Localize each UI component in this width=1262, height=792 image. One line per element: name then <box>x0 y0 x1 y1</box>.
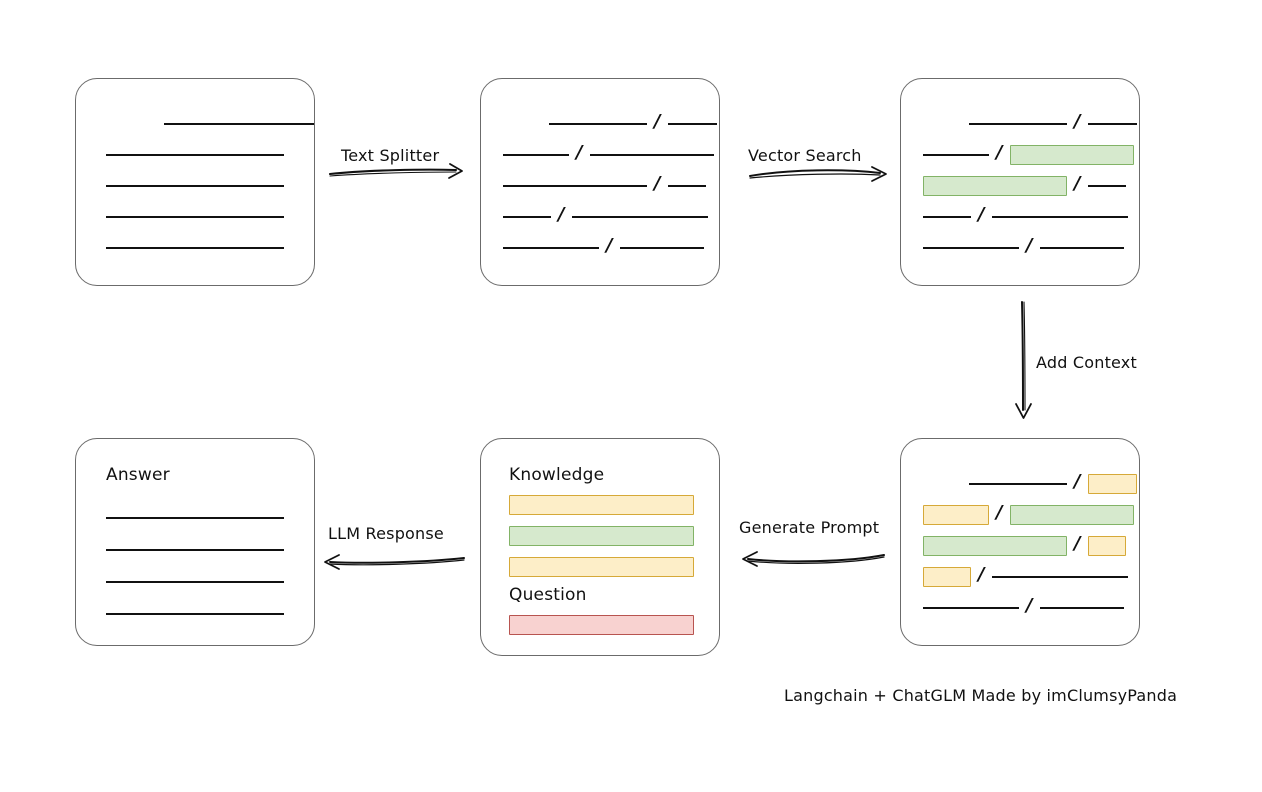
knowledge-bar <box>509 495 694 515</box>
yellow-highlight-chip <box>1087 536 1126 556</box>
document-line: / <box>901 473 1139 494</box>
yellow-highlight-chip <box>923 505 989 525</box>
chunk-separator: / <box>978 204 985 225</box>
text-rule <box>106 247 284 249</box>
document-line: / <box>481 206 719 224</box>
text-rule <box>923 154 989 156</box>
yellow-highlight-chip <box>923 567 971 587</box>
green-highlight-chip <box>923 176 1067 196</box>
text-rule <box>589 154 714 156</box>
knowledge-bar <box>509 557 694 577</box>
document-line: / <box>901 206 1139 224</box>
prompt-box[interactable]: Knowledge Question <box>480 438 720 656</box>
document-line <box>76 148 314 162</box>
document-line <box>76 117 314 131</box>
generate-prompt-label: Generate Prompt <box>739 518 880 537</box>
text-rule <box>667 123 717 125</box>
text-rule <box>923 247 1019 249</box>
text-rule <box>106 581 284 583</box>
text-rule <box>619 247 704 249</box>
document-line: / <box>481 144 719 162</box>
chunk-separator: / <box>1074 533 1081 554</box>
text-rule <box>549 123 647 125</box>
text-rule <box>969 483 1067 485</box>
knowledge-heading: Knowledge <box>509 465 605 485</box>
text-rule <box>106 613 284 615</box>
text-rule <box>164 123 314 125</box>
chunk-separator: / <box>1026 235 1033 256</box>
chunk-separator: / <box>1074 173 1081 194</box>
text-rule <box>1087 123 1137 125</box>
chunk-separator: / <box>606 235 613 256</box>
text-rule <box>991 216 1128 218</box>
question-heading: Question <box>509 585 587 605</box>
document-line: / <box>901 237 1139 255</box>
text-rule <box>106 216 284 218</box>
chunk-separator: / <box>1074 111 1081 132</box>
document-line <box>76 607 314 621</box>
text-rule <box>923 216 971 218</box>
text-rule <box>1087 185 1126 187</box>
document-line: / <box>901 504 1139 525</box>
document-line: / <box>901 566 1139 587</box>
document-line <box>76 511 314 525</box>
text-rule <box>106 549 284 551</box>
text-rule <box>991 576 1128 578</box>
source-document-box[interactable] <box>75 78 315 286</box>
text-rule <box>667 185 706 187</box>
document-line <box>76 179 314 193</box>
answer-box[interactable]: Answer <box>75 438 315 646</box>
text-rule <box>503 154 569 156</box>
text-rule <box>1039 607 1124 609</box>
chunk-separator: / <box>996 502 1003 523</box>
document-line: / <box>481 113 719 131</box>
footer-credit: Langchain + ChatGLM Made by imClumsyPand… <box>784 686 1178 705</box>
document-line: / <box>901 175 1139 196</box>
context-added-box[interactable]: / / / / / <box>900 438 1140 646</box>
chunk-separator: / <box>978 564 985 585</box>
text-rule <box>106 185 284 187</box>
text-splitter-label: Text Splitter <box>341 146 440 165</box>
answer-heading: Answer <box>106 465 170 485</box>
text-rule <box>106 517 284 519</box>
text-rule <box>969 123 1067 125</box>
document-line: / <box>481 237 719 255</box>
split-chunks-box[interactable]: / / / / / <box>480 78 720 286</box>
green-highlight-chip <box>923 536 1067 556</box>
add-context-label: Add Context <box>1036 353 1137 372</box>
document-line: / <box>901 535 1139 556</box>
chunk-separator: / <box>654 173 661 194</box>
document-line <box>76 241 314 255</box>
llm-response-label: LLM Response <box>328 524 444 543</box>
chunk-separator: / <box>654 111 661 132</box>
document-line <box>76 575 314 589</box>
document-line: / <box>901 597 1139 615</box>
text-rule <box>503 216 551 218</box>
document-line: / <box>481 175 719 193</box>
vector-matches-box[interactable]: / / / / / <box>900 78 1140 286</box>
question-bar <box>509 615 694 635</box>
chunk-separator: / <box>1074 471 1081 492</box>
document-line: / <box>901 144 1139 165</box>
yellow-highlight-chip <box>1087 474 1137 494</box>
text-rule <box>106 154 284 156</box>
chunk-separator: / <box>1026 595 1033 616</box>
document-line <box>76 543 314 557</box>
chunk-separator: / <box>576 142 583 163</box>
vector-search-label: Vector Search <box>748 146 862 165</box>
text-rule <box>503 185 647 187</box>
green-highlight-chip <box>1009 505 1134 525</box>
chunk-separator: / <box>558 204 565 225</box>
document-line: / <box>901 113 1139 131</box>
text-rule <box>923 607 1019 609</box>
text-rule <box>571 216 708 218</box>
knowledge-bar <box>509 526 694 546</box>
text-rule <box>1039 247 1124 249</box>
green-highlight-chip <box>1009 145 1134 165</box>
document-line <box>76 210 314 224</box>
text-rule <box>503 247 599 249</box>
chunk-separator: / <box>996 142 1003 163</box>
